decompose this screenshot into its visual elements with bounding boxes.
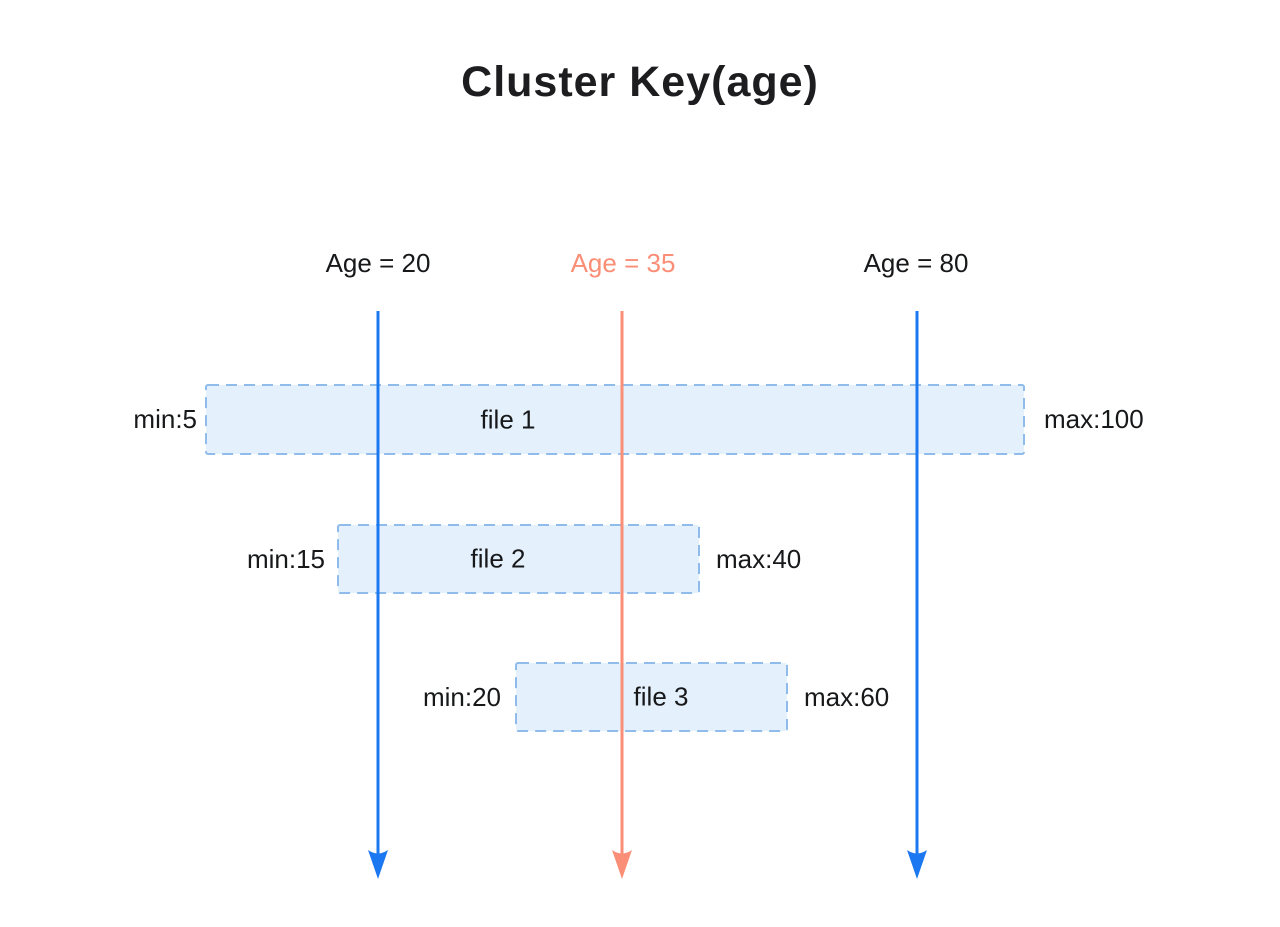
file-box-1-outline: [205, 384, 1025, 455]
age-label-35: Age = 35: [570, 248, 676, 278]
file-box-2: file 2: [337, 524, 700, 594]
file-2-max-label: max:40: [716, 544, 802, 574]
file-1-label: file 1: [480, 404, 536, 434]
file-1-min-label: min:5: [133, 404, 197, 434]
file-1-max-label: max:100: [1044, 404, 1144, 434]
arrow-down-icon: [368, 850, 388, 879]
diagram-title: Cluster Key(age): [461, 58, 819, 106]
age-20-arrow: [368, 311, 388, 879]
file-3-min-label: min:20: [422, 682, 501, 712]
file-2-label: file 2: [470, 543, 526, 574]
age-35-arrow: [612, 311, 632, 879]
arrow-down-icon: [907, 850, 927, 879]
age-label-20: Age = 20: [325, 248, 431, 278]
file-3-label: file 3: [633, 681, 689, 712]
file-box-1: file 1: [205, 384, 1025, 455]
file-box-3: file 3: [515, 662, 788, 732]
file-2-min-label: min:15: [246, 544, 325, 574]
file-box-2-outline: [337, 524, 700, 594]
arrow-down-icon: [612, 850, 632, 879]
file-box-3-outline: [515, 662, 788, 732]
age-80-arrow: [907, 311, 927, 879]
file-3-max-label: max:60: [804, 682, 890, 712]
age-label-80: Age = 80: [863, 248, 969, 278]
